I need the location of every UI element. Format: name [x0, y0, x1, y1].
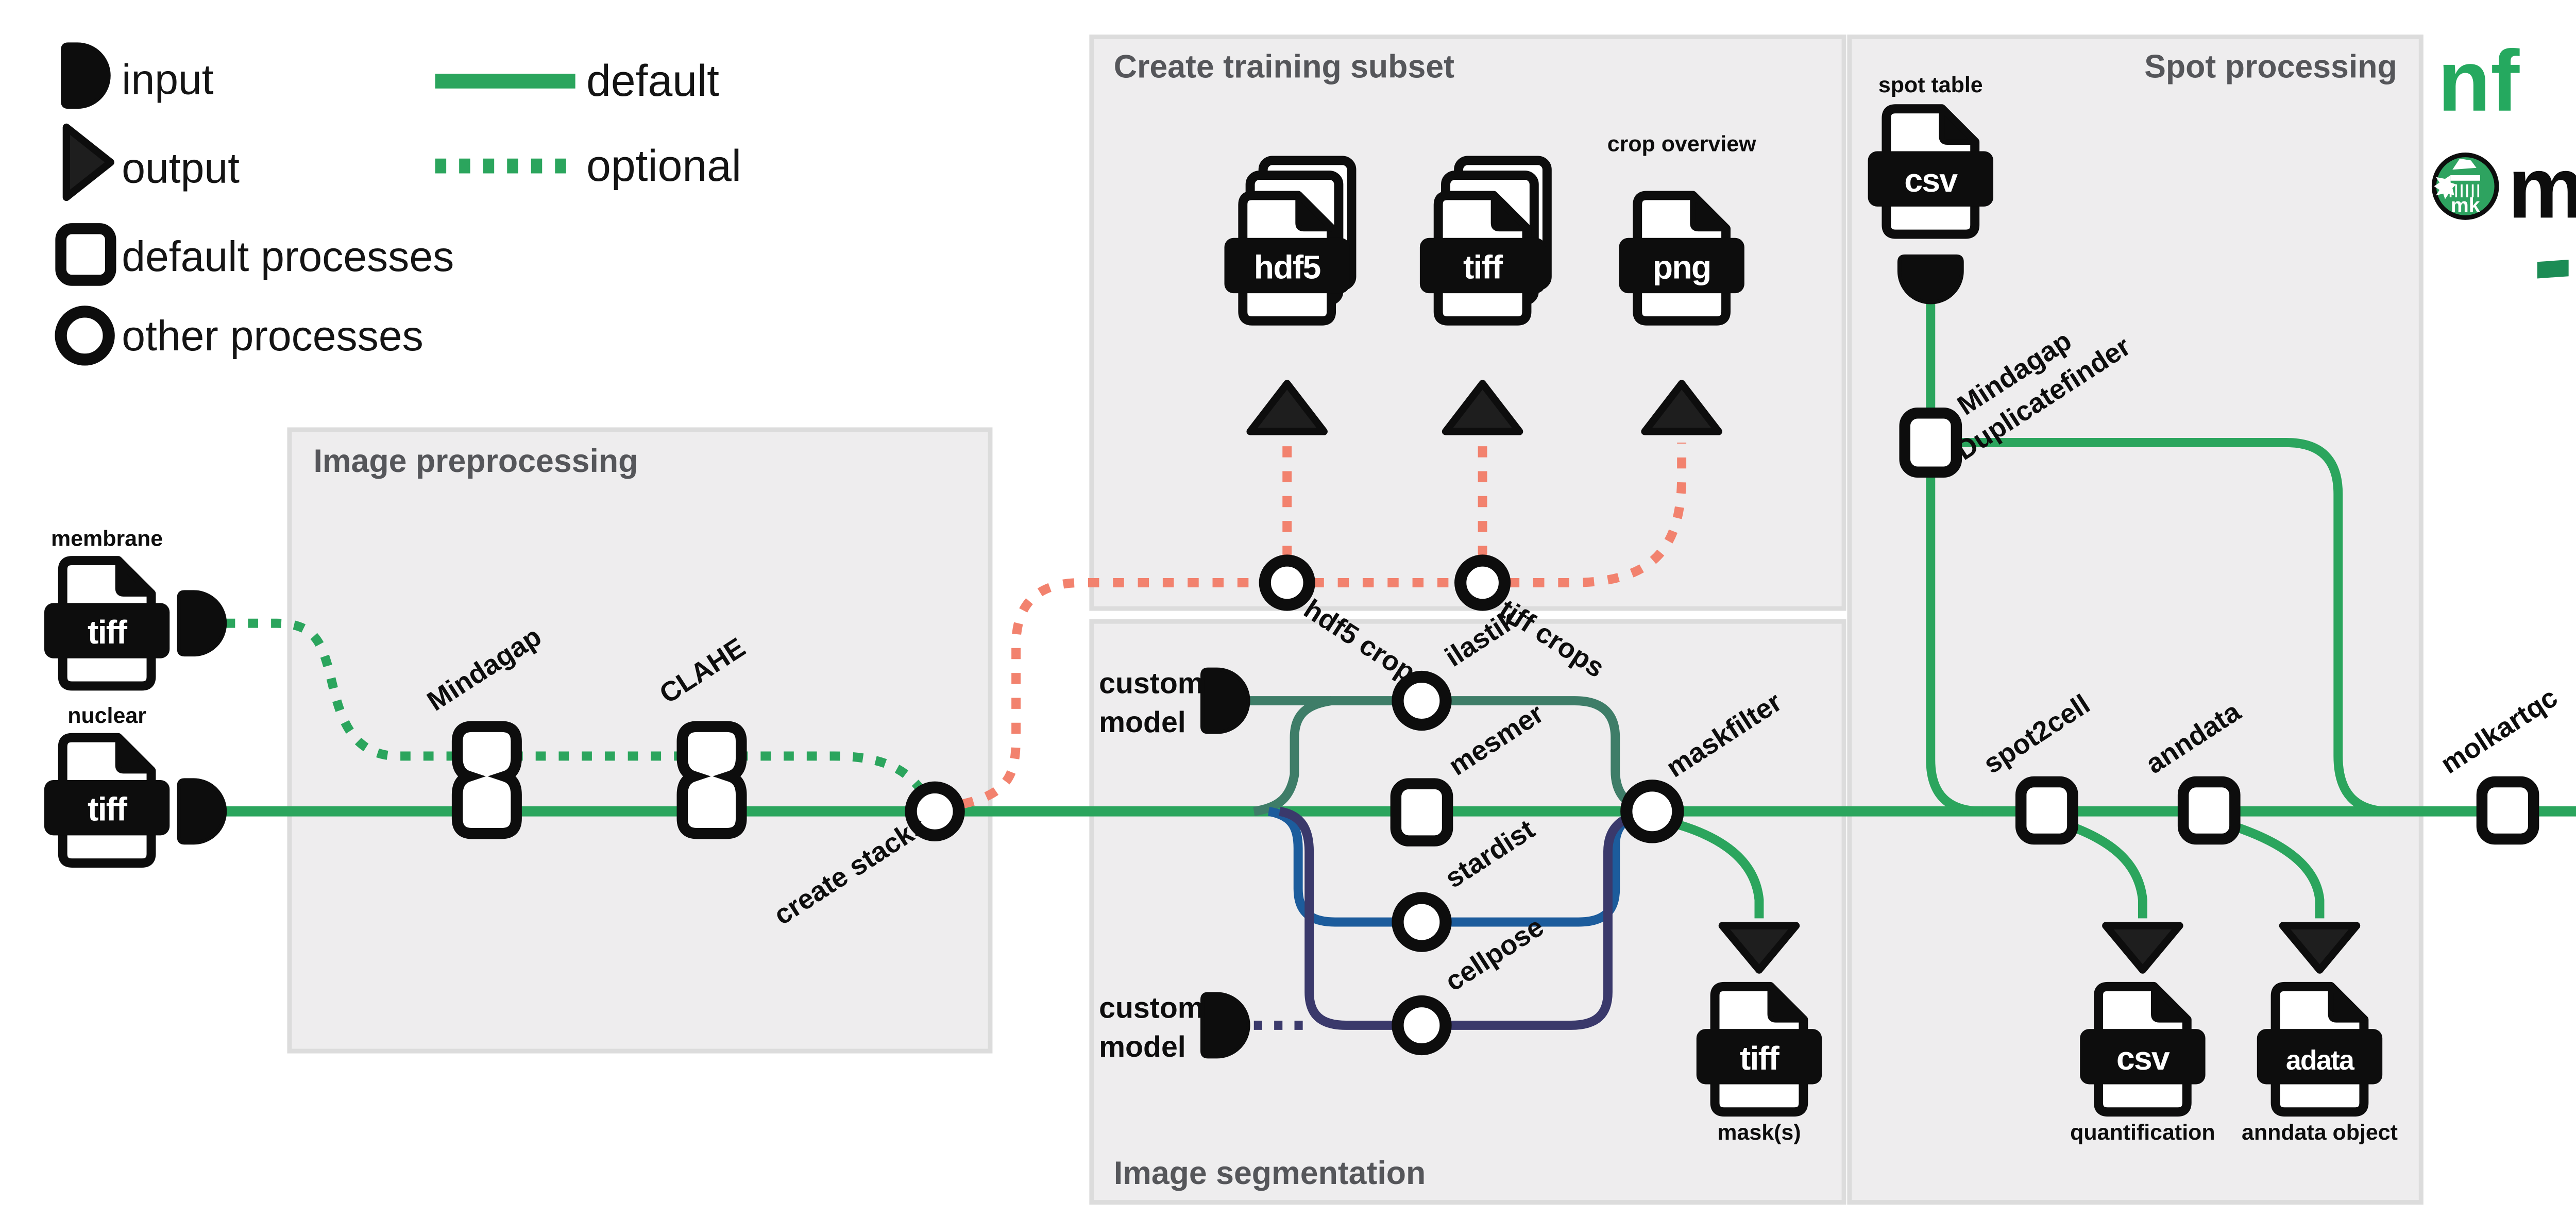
custom-model-bottom-label-1: custom — [1099, 992, 1204, 1025]
spot-table-input-icon — [1897, 254, 1964, 304]
node-molkartqc — [2476, 776, 2539, 845]
node-cellpose — [1392, 995, 1452, 1056]
edge-tiff-to-png — [1508, 442, 1687, 587]
legend-output-label: output — [122, 144, 240, 192]
node-mesmer — [1390, 778, 1453, 847]
edge-membrane-optional-3 — [737, 751, 926, 794]
mask-ext-text: tiff — [1740, 1040, 1780, 1077]
default-process-icon — [55, 223, 116, 286]
membrane-label: membrane — [51, 526, 163, 551]
membrane-input-icon — [177, 590, 227, 657]
spot-table-file-icon: csv — [1868, 104, 1993, 239]
legend-input-label: input — [122, 56, 214, 104]
node-spot2cell — [2015, 776, 2078, 845]
edge-maskfilter-output — [1669, 818, 1764, 919]
logo-nf-text: nf — [2438, 32, 2520, 129]
quantification-output-arrow-icon — [2102, 922, 2183, 974]
mask-label: mask(s) — [1717, 1120, 1801, 1145]
png-output-arrow-icon — [1641, 380, 1722, 435]
anndata-ext-text: adata — [2286, 1045, 2355, 1076]
title-image-preprocessing: Image preprocessing — [313, 443, 638, 479]
starburst-glyph — [2434, 175, 2456, 199]
png-file-icon: png — [1619, 191, 1744, 326]
zone-image-preprocessing — [287, 427, 993, 1054]
node-hdf5-crops — [1259, 554, 1315, 611]
edge-spot2cell-output — [2058, 818, 2147, 919]
crop-overview-label: crop overview — [1607, 131, 1756, 156]
edge-stardist-lane — [1267, 806, 1650, 927]
nuclear-input-icon — [177, 778, 227, 845]
edge-duplicatefinder-down — [1926, 472, 1982, 816]
custom-model-top-label-2: model — [1099, 706, 1186, 739]
kart-glyph — [2450, 158, 2480, 181]
custom-model-top-label-1: custom — [1099, 667, 1204, 700]
logo-molkart-text: molkart — [2508, 139, 2576, 236]
anndata-object-label: anndata object — [2242, 1120, 2398, 1145]
edge-anndata-output — [2221, 818, 2325, 919]
edge-ilastik-branch — [1253, 696, 1332, 816]
quantification-ext-text: csv — [2116, 1040, 2170, 1077]
node-stardist — [1392, 892, 1452, 952]
node-duplicatefinder — [1899, 407, 1962, 478]
zone-boxes: Image preprocessing Create training subs… — [287, 35, 2424, 1205]
output-icon — [62, 123, 114, 201]
title-create-training-subset: Create training subset — [1114, 48, 1454, 84]
node-maskfilter — [1620, 780, 1684, 843]
custom-model-top-input-icon — [1200, 667, 1250, 734]
title-spot-processing: Spot processing — [2144, 48, 2397, 84]
badge-mk-text: mk — [2451, 194, 2480, 217]
node-anndata — [2177, 776, 2241, 845]
tiff-output-arrow-icon — [1442, 380, 1523, 435]
hdf5-output-arrow-icon — [1246, 380, 1328, 435]
qc-chain: molkartqc multiqc html report — [2435, 682, 2563, 845]
mk-badge-icon: mk — [2431, 153, 2499, 220]
png-ext-text: png — [1653, 248, 1711, 285]
input-membrane: membrane tiff — [44, 526, 227, 691]
hdf5-ext-text: hdf5 — [1254, 248, 1321, 285]
edge-membrane-optional-1 — [225, 618, 461, 761]
node-tiff-crops — [1454, 554, 1511, 611]
nuclear-file-icon: tiff — [44, 733, 170, 868]
anndata-file-icon: adata — [2257, 982, 2383, 1117]
training-subset: hdf5 tiff crop overview png hdf5 cr — [1224, 131, 1756, 696]
legend-other-processes-label: other processes — [122, 312, 423, 360]
anndata-output-arrow-icon — [2279, 922, 2361, 974]
membrane-ext-text: tiff — [88, 614, 127, 651]
mask-output-arrow-icon — [1718, 922, 1800, 974]
input-nuclear: nuclear tiff — [44, 703, 227, 868]
quantification-label: quantification — [2070, 1120, 2215, 1145]
molkartqc-label: molkartqc — [2435, 682, 2563, 780]
custom-model-bottom-input-icon — [1200, 992, 1250, 1059]
logo-nf-core-molkart: nf core/ mk molkart — [2431, 32, 2576, 279]
nuclear-ext-text: tiff — [88, 791, 127, 828]
mask-file-icon: tiff — [1696, 982, 1822, 1117]
tiff-crops-ext-text: tiff — [1463, 248, 1503, 285]
edge-cellpose-lane — [1279, 806, 1642, 1030]
node-ilastik — [1392, 670, 1452, 731]
edge-training-feed — [961, 578, 1262, 809]
other-process-icon — [55, 306, 115, 366]
legend-default-processes-label: default processes — [122, 233, 454, 280]
spot-table-ext-text: csv — [1904, 162, 1958, 199]
hdf5-file-icon: hdf5 — [1224, 156, 1357, 326]
quantification-file-icon: csv — [2080, 982, 2206, 1117]
input-icon — [61, 42, 111, 109]
custom-model-bottom-label-2: model — [1099, 1030, 1186, 1063]
membrane-file-icon: tiff — [44, 556, 170, 691]
legend: input output default processes other pro… — [55, 42, 741, 366]
legend-optional-line-label: optional — [586, 141, 741, 191]
title-image-segmentation: Image segmentation — [1114, 1155, 1426, 1191]
edge-duplicatefinder-right — [1956, 438, 2390, 816]
nuclear-label: nuclear — [67, 703, 146, 728]
logo-dash — [2537, 259, 2569, 279]
spot-table-label: spot table — [1878, 73, 1983, 97]
tiff-crops-file-icon: tiff — [1419, 156, 1552, 326]
legend-default-line-label: default — [586, 56, 719, 106]
